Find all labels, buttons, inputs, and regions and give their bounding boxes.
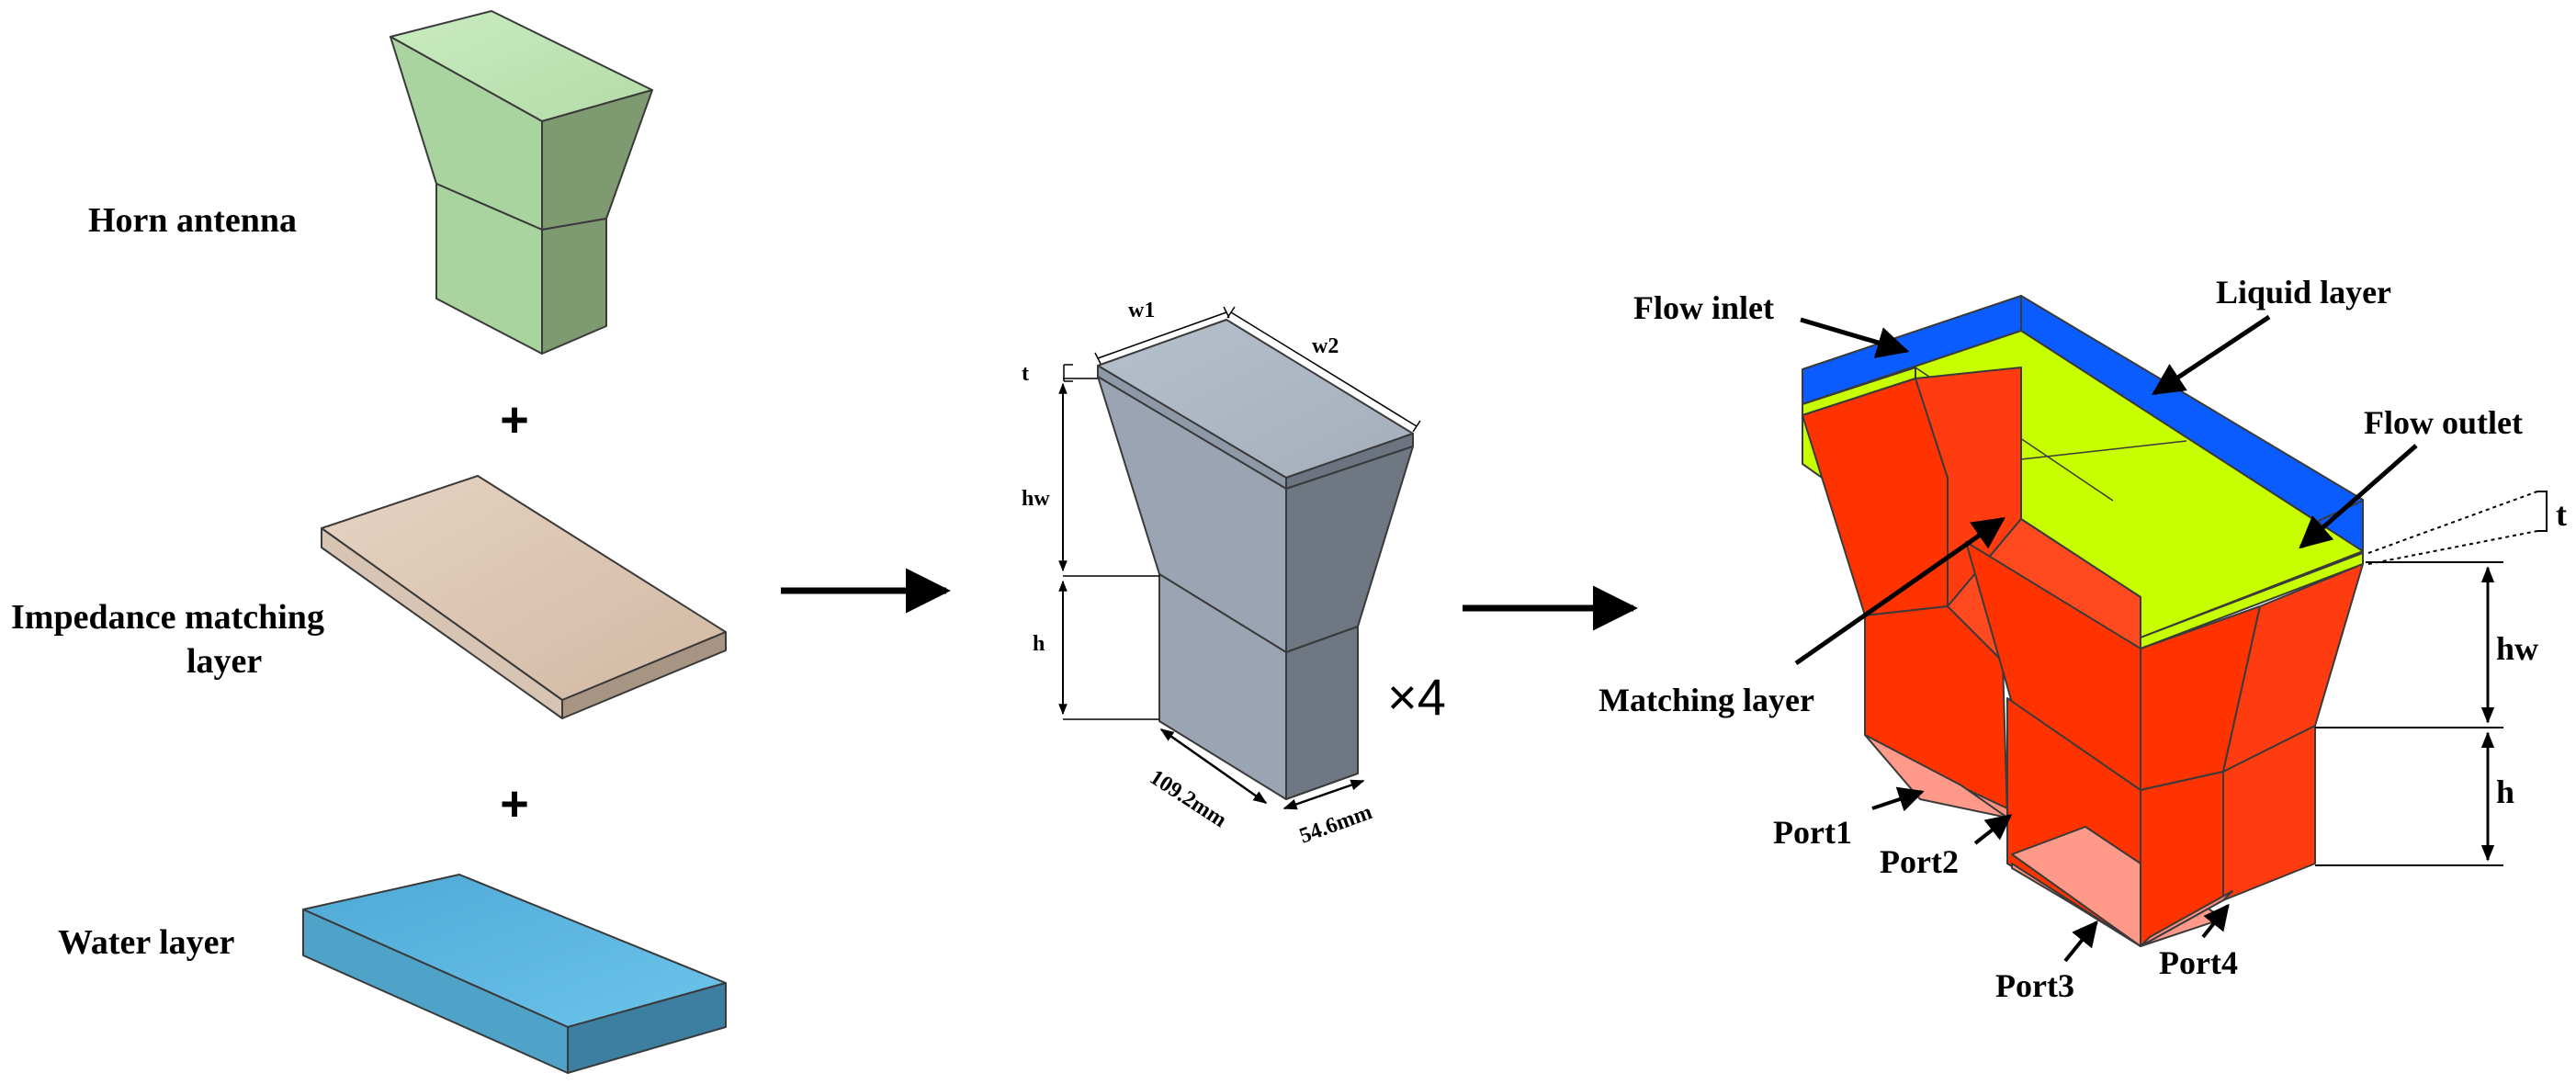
- w1-label: w1: [1128, 299, 1155, 322]
- w2-label: w2: [1312, 334, 1339, 358]
- w2-dimension: [1226, 306, 1421, 433]
- port1-label: Port1: [1773, 814, 1852, 851]
- liquid-layer-pointer: [2152, 314, 2271, 396]
- t-label-array: t: [2556, 496, 2567, 533]
- water-layer-label: Water layer: [58, 923, 235, 962]
- t-dimension-array: [2367, 491, 2548, 565]
- h-label-array: h: [2496, 773, 2514, 810]
- hw-label-array: hw: [2496, 630, 2538, 667]
- port3-label: Port3: [1995, 967, 2074, 1004]
- port4-label: Port4: [2159, 944, 2238, 981]
- water-layer-shape: [302, 874, 727, 1074]
- long-side-dimension-arrow: [1159, 728, 1268, 805]
- flow-outlet-label: Flow outlet: [2364, 404, 2523, 441]
- long-side-dimension-label: 109.2mm: [1146, 765, 1231, 832]
- port3-pointer: [2063, 920, 2098, 963]
- flow-inlet-pointer: [1800, 317, 1910, 358]
- port2-pointer: [1973, 814, 2013, 845]
- port1-pointer: [1871, 786, 1925, 812]
- antenna-array-shape: [1802, 295, 2364, 947]
- liquid-layer-label: Liquid layer: [2216, 274, 2391, 311]
- impedance-matching-layer-shape: [321, 475, 727, 719]
- flow-inlet-label: Flow inlet: [1633, 289, 1774, 326]
- multiplier-label: ×4: [1387, 668, 1446, 726]
- port4-pointer: [2201, 903, 2230, 939]
- short-side-dimension-label: 54.6mm: [1296, 800, 1375, 848]
- single-unit-shape: [1097, 319, 1414, 800]
- short-side-dimension-arrow: [1282, 779, 1365, 810]
- impedance-matching-label-line1: Impedance matching: [11, 598, 324, 637]
- t-label-unit: t: [1022, 362, 1029, 386]
- matching-layer-label: Matching layer: [1599, 682, 1814, 718]
- plus-sign-1: +: [500, 392, 529, 447]
- flow-outlet-pointer: [2299, 444, 2418, 549]
- port2-label: Port2: [1880, 843, 1959, 880]
- h-label-unit: h: [1033, 632, 1045, 656]
- hw-label-unit: hw: [1022, 487, 1050, 511]
- plus-sign-2: +: [500, 776, 529, 831]
- horn-antenna-label: Horn antenna: [88, 201, 297, 240]
- impedance-matching-label-line2: layer: [186, 642, 262, 681]
- matching-layer-pointer: [1794, 516, 2005, 666]
- horn-antenna-shape: [390, 10, 653, 355]
